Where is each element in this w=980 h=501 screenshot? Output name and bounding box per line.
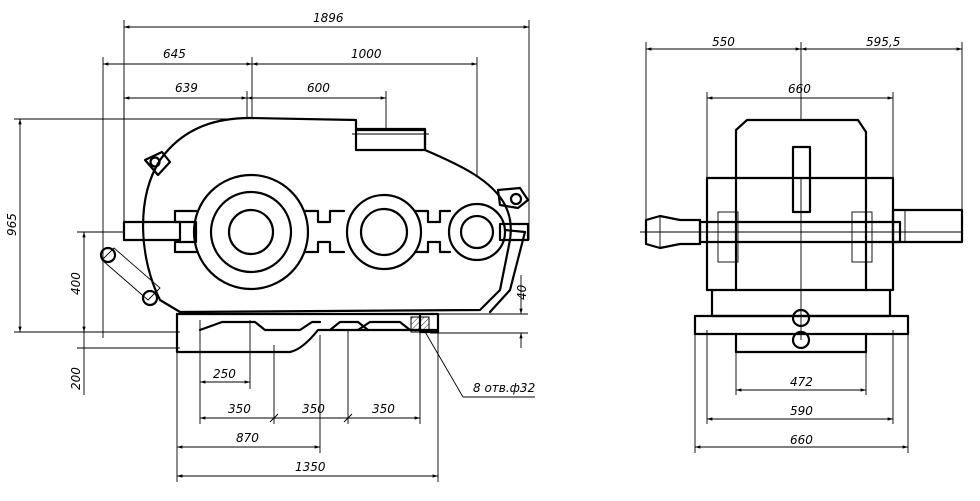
side-dimension-lines — [646, 47, 962, 449]
front-extension-lines — [14, 20, 530, 482]
dim-400: 400 — [69, 272, 83, 295]
dim-200: 200 — [69, 367, 83, 390]
side-extension-lines — [645, 42, 963, 453]
front-dimension-lines — [18, 25, 529, 478]
dim-40: 40 — [515, 284, 529, 300]
bearing-2 — [345, 193, 423, 271]
dim-1000: 1000 — [351, 47, 382, 61]
dim-472: 472 — [790, 375, 813, 389]
front-labels: 1896 645 1000 639 600 965 400 200 40 250… — [5, 11, 535, 474]
gearbox-housing — [99, 116, 530, 354]
dim-660-bottom: 660 — [790, 433, 813, 447]
dim-550: 550 — [712, 35, 735, 49]
bolt-callout-leader — [423, 329, 535, 398]
front-dim-ticks — [269, 413, 353, 423]
dim-595-5: 595,5 — [866, 35, 900, 49]
dim-350-a: 350 — [228, 402, 251, 416]
dim-965: 965 — [5, 213, 19, 236]
bearing-3 — [447, 202, 507, 262]
dim-250: 250 — [213, 367, 236, 381]
dim-1896: 1896 — [313, 11, 344, 25]
dim-350-b: 350 — [302, 402, 325, 416]
bearing-1 — [192, 173, 310, 291]
dim-600: 600 — [307, 81, 330, 95]
dim-645: 645 — [163, 47, 186, 61]
dim-870: 870 — [236, 431, 259, 445]
dim-639: 639 — [175, 81, 198, 95]
dim-350-c: 350 — [372, 402, 395, 416]
side-labels: 550 595,5 660 472 590 660 — [712, 35, 900, 447]
side-housing — [640, 118, 964, 354]
bolt-callout: 8 отв.ф32 — [473, 381, 535, 395]
front-view: 1896 645 1000 639 600 965 400 200 40 250… — [5, 11, 535, 482]
dim-1350: 1350 — [295, 460, 326, 474]
dim-590: 590 — [790, 404, 813, 418]
dim-660-top: 660 — [788, 82, 811, 96]
side-view: 550 595,5 660 472 590 660 — [640, 35, 964, 453]
